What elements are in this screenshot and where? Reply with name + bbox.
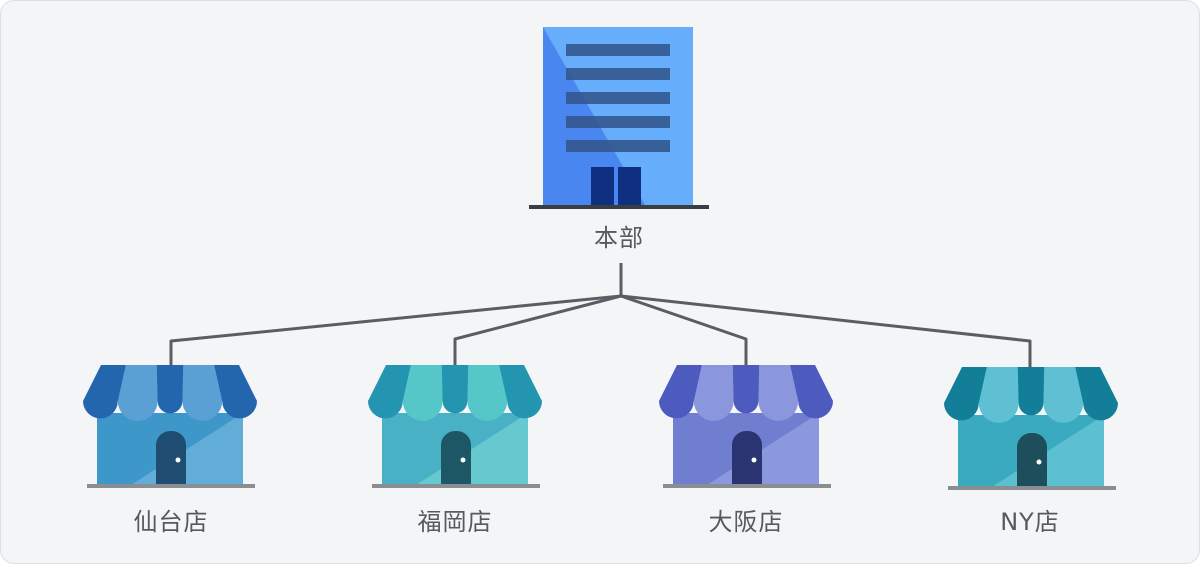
hq-building-door (591, 167, 641, 205)
store-label-osaka: 大阪店 (708, 508, 784, 536)
hq-building-icon (529, 27, 709, 209)
hq-building-windows (566, 44, 670, 152)
store-icon-ny (944, 367, 1118, 490)
store-label-sendai: 仙台店 (133, 508, 209, 536)
hq-ground-line (529, 205, 709, 209)
connector-to-store-2 (620, 294, 748, 367)
connector-to-store-1 (453, 294, 622, 367)
store-icon-fukuoka (368, 365, 542, 488)
store-label-ny: NY店 (1000, 508, 1060, 536)
connector-to-store-0 (169, 294, 622, 367)
store-label-fukuoka: 福岡店 (417, 508, 493, 536)
hq-label: 本部 (594, 224, 644, 252)
connector-lines (169, 263, 1032, 367)
store-icon-osaka (659, 365, 833, 488)
connector-to-store-3 (620, 294, 1032, 367)
store-icon-sendai (83, 365, 257, 488)
